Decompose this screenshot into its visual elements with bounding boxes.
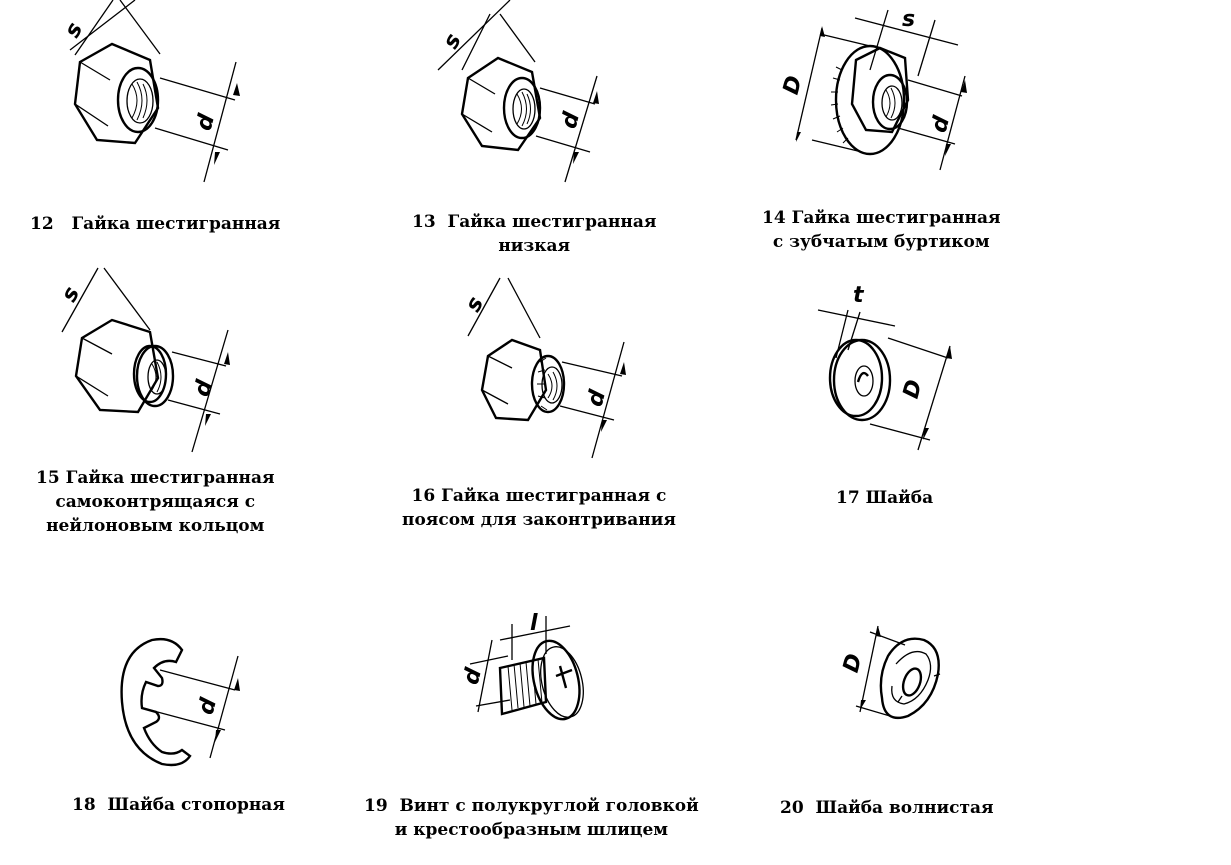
item-title-line: Шайба волнистая [815, 798, 994, 818]
item-title-line: и крестообразным шлицем [394, 820, 669, 840]
item-title-line: Гайка шестигранная [71, 214, 281, 234]
item-number: 14 [762, 208, 786, 228]
hex-nut-icon: s d [60, 0, 240, 183]
dim-D-label: D [839, 651, 868, 675]
caption-item-12: 12 Гайка шестигранная [30, 212, 280, 236]
item-title-line: Гайка шестигранная [791, 208, 1001, 228]
item-number: 19 [364, 796, 388, 816]
item-title-line: самоконтрящаяся с [55, 492, 256, 512]
dim-D-label: D [899, 377, 928, 401]
item-title-line: Гайка шестигранная [447, 212, 657, 232]
dim-s-label: s [902, 7, 915, 32]
dim-D-label: D [779, 73, 808, 97]
item-title-line: Шайба стопорная [107, 795, 285, 815]
dim-d-label: d [927, 113, 955, 135]
dim-s-label: s [461, 293, 489, 316]
dim-l-label: l [530, 611, 538, 636]
caption-item-18: 18 Шайба стопорная [72, 793, 285, 817]
low-hex-nut-icon: s d [437, 0, 599, 183]
collar-lock-nut-icon: s d [461, 277, 626, 459]
item-title-line: с зубчатым буртиком [772, 232, 990, 252]
item-title-line: Гайка шестигранная [65, 468, 275, 488]
item-title-line: Гайка шестигранная с [441, 486, 667, 506]
item-number: 13 [412, 212, 436, 232]
item-title-line: нейлоновым кольцом [46, 516, 265, 536]
item-number: 12 [30, 214, 54, 234]
item-number: 17 [836, 488, 860, 508]
dim-d-label: d [190, 377, 218, 399]
caption-item-14: 14 Гайка шестигранная с зубчатым буртико… [762, 206, 1001, 254]
washer-icon: t D [817, 283, 952, 451]
item-number: 18 [72, 795, 96, 815]
dim-d-label: d [192, 111, 220, 133]
item-title-line: Шайба [865, 488, 934, 508]
caption-item-16: 16 Гайка шестигранная с поясом для закон… [402, 484, 676, 532]
item-title-line: низкая [498, 236, 571, 256]
dim-t-label: t [853, 283, 865, 308]
retaining-washer-icon: d [120, 637, 240, 767]
item-number: 15 [36, 468, 60, 488]
caption-item-20: 20 Шайба волнистая [780, 796, 994, 820]
caption-item-19: 19 Винт с полукруглой головкой и крестоо… [364, 794, 699, 842]
dim-d-label: d [194, 695, 222, 717]
nylon-lock-nut-icon: s d [57, 267, 230, 453]
item-title-line: Винт с полукруглой головкой [399, 796, 699, 816]
dim-d-label: d [459, 665, 487, 687]
dim-s-label: s [57, 283, 85, 306]
wave-washer-icon: D [839, 625, 941, 720]
item-title-line: поясом для законтривания [402, 510, 676, 530]
dim-d-label: d [557, 109, 585, 131]
caption-item-15: 15 Гайка шестигранная самоконтрящаяся с … [36, 466, 275, 538]
dim-d-label: d [583, 387, 611, 409]
item-number: 16 [411, 486, 436, 506]
flange-nut-icon: D s d [779, 7, 967, 171]
phillips-screw-icon: d l [459, 611, 584, 721]
item-number: 20 [780, 798, 804, 818]
caption-item-13: 13 Гайка шестигранная низкая [412, 210, 656, 258]
dim-s-label: s [438, 30, 466, 53]
caption-item-17: 17 Шайба [836, 486, 933, 510]
